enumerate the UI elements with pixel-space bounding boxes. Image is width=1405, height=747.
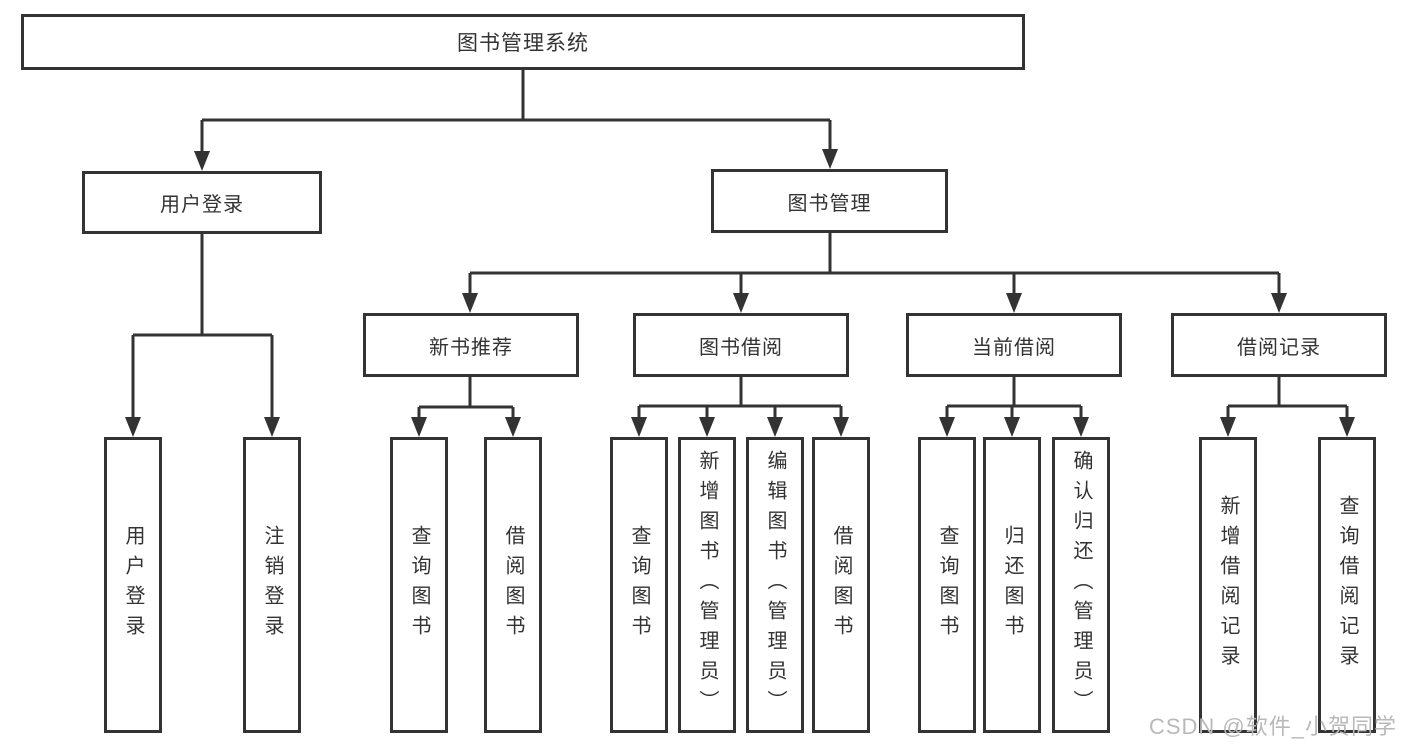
node-book-management: 图书管理 [711, 169, 948, 233]
node-label: 借阅图书 [502, 525, 524, 645]
leaf-return-books: 归还图书 [983, 437, 1041, 733]
leaf-edit-book-admin: 编辑图书（管理员） [746, 437, 804, 733]
node-label: 图书管理 [787, 192, 872, 215]
node-current-borrowing: 当前借阅 [906, 313, 1122, 377]
node-label: 图书借阅 [699, 336, 783, 359]
node-label: 借阅图书 [830, 525, 852, 645]
leaf-current-query-books: 查询图书 [918, 437, 976, 733]
arrowheads [125, 149, 1355, 437]
node-label: 新增图书（管理员） [696, 450, 718, 720]
leaf-confirm-return-admin: 确认归还（管理员） [1052, 437, 1110, 733]
node-library-management-system: 图书管理系统 [21, 14, 1025, 70]
node-borrowing-records: 借阅记录 [1171, 313, 1387, 377]
node-label: 借阅记录 [1237, 336, 1321, 359]
node-label: 查询图书 [408, 525, 430, 645]
leaf-borrowing-borrow-books: 借阅图书 [812, 437, 870, 733]
leaf-recommend-borrow-books: 借阅图书 [484, 437, 542, 733]
node-label: 新书推荐 [429, 336, 513, 359]
node-label: 查询图书 [628, 525, 650, 645]
node-label: 查询图书 [936, 525, 958, 645]
leaf-user-login: 用户登录 [104, 437, 162, 733]
node-label: 确认归还（管理员） [1070, 450, 1092, 720]
node-label: 用户登录 [160, 194, 244, 216]
node-label: 用户登录 [122, 525, 144, 645]
node-label: 当前借阅 [972, 336, 1056, 359]
node-label: 图书管理系统 [457, 32, 589, 55]
node-label: 归还图书 [1001, 525, 1023, 645]
leaf-add-borrow-record: 新增借阅记录 [1199, 437, 1257, 733]
leaf-recommend-query-books: 查询图书 [390, 437, 448, 733]
leaf-borrowing-query-books: 查询图书 [610, 437, 668, 733]
node-label: 编辑图书（管理员） [764, 450, 786, 720]
node-user-login: 用户登录 [82, 171, 322, 234]
node-label: 查询借阅记录 [1336, 495, 1358, 675]
node-book-borrowing: 图书借阅 [633, 313, 849, 377]
csdn-watermark: CSDN @软件_小贺同学 [1148, 714, 1397, 739]
node-new-book-recommend: 新书推荐 [363, 313, 579, 377]
leaf-logout-login: 注销登录 [243, 437, 301, 733]
node-label: 注销登录 [261, 525, 283, 645]
leaf-add-book-admin: 新增图书（管理员） [678, 437, 736, 733]
leaf-query-borrow-record: 查询借阅记录 [1318, 437, 1376, 733]
node-label: 新增借阅记录 [1217, 495, 1239, 675]
